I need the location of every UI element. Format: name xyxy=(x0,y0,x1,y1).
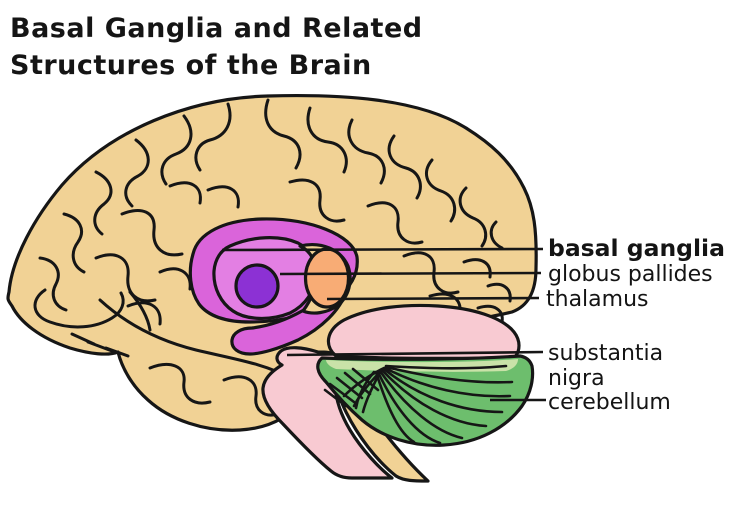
label-nigra: nigra xyxy=(548,366,605,391)
globus-pallides-leader-line xyxy=(279,271,542,276)
label-cerebellum: cerebellum xyxy=(548,390,671,415)
substantia-nigra-leader-line xyxy=(286,350,544,357)
cortex-sulci-lines xyxy=(33,98,512,417)
globus-pallidus-circle xyxy=(234,263,280,309)
title-line-2: Structures of the Brain xyxy=(10,50,372,81)
title-line-1: Basal Ganglia and Related xyxy=(10,13,423,44)
label-thalamus: thalamus xyxy=(546,287,648,312)
thalamus-leader-line xyxy=(326,296,540,301)
cerebellum-stripes xyxy=(323,364,514,445)
label-substantia: substantia xyxy=(548,341,663,366)
diagram-title: Basal Ganglia and Related Structures of … xyxy=(10,10,423,84)
leader-lines xyxy=(221,247,546,402)
basal-ganglia-leader-line xyxy=(221,247,544,252)
cerebellum-shape xyxy=(316,354,535,447)
label-globus-pallides: globus pallides xyxy=(548,262,713,287)
label-basal-ganglia: basal ganglia xyxy=(548,234,725,262)
